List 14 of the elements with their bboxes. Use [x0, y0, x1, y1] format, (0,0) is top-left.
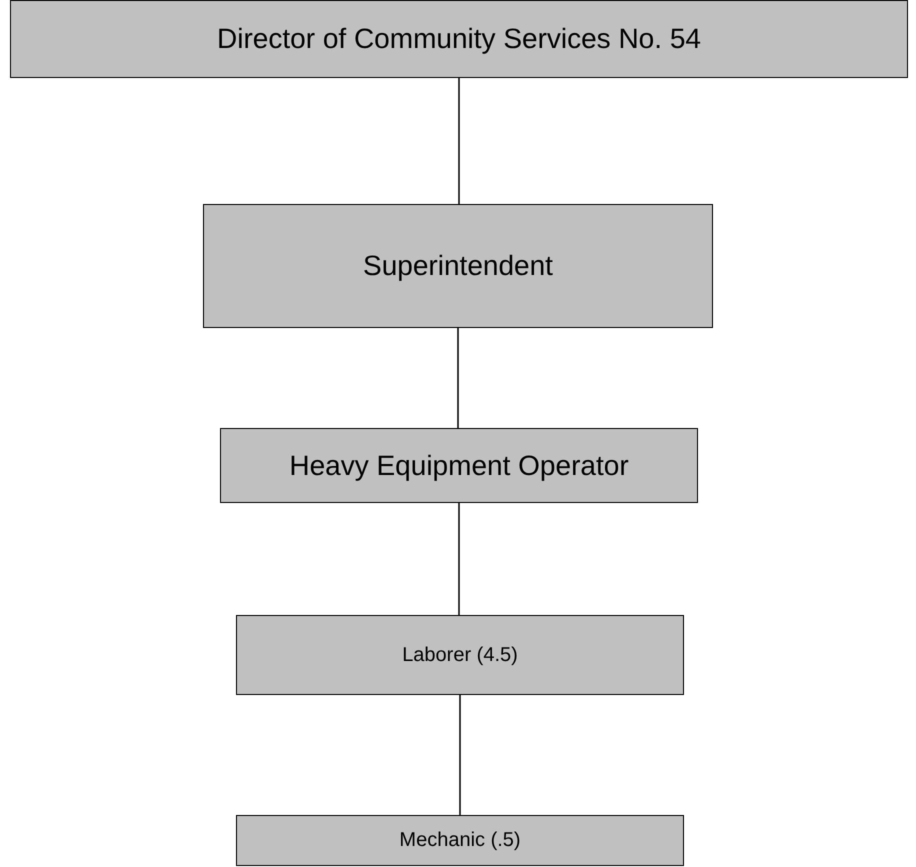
position-title: Director of Community Services No. 54 [217, 23, 701, 55]
position-title: Heavy Equipment Operator [289, 450, 629, 482]
connector-line [458, 503, 460, 615]
position-box [203, 204, 713, 328]
connector-line [457, 328, 459, 428]
position-box [10, 0, 908, 78]
position-box [220, 428, 698, 503]
position-title: Mechanic (.5) [399, 829, 521, 852]
connector-line [459, 695, 461, 815]
position-box [236, 615, 684, 695]
position-title: Superintendent [363, 250, 553, 282]
position-title: Laborer (4.5) [402, 644, 518, 666]
connector-line [458, 78, 460, 204]
position-box [236, 815, 684, 866]
